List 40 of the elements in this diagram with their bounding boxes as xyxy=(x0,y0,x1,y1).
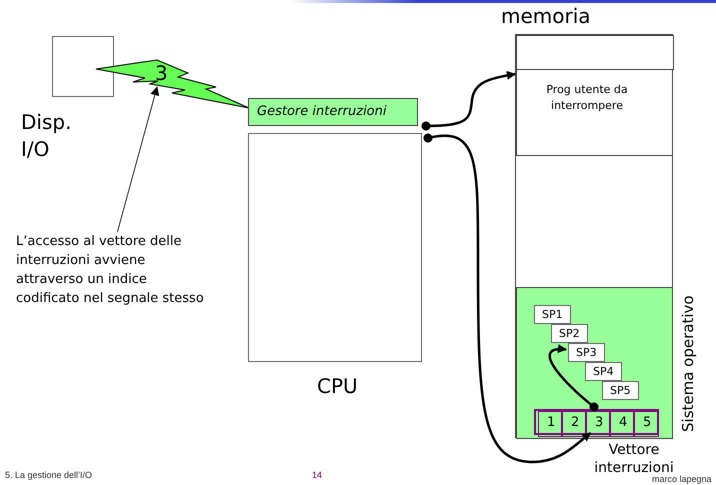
routine-box xyxy=(602,381,639,400)
vector-cell xyxy=(610,411,634,437)
vector-cell xyxy=(634,411,659,437)
arrow xyxy=(548,344,598,412)
routine-label: SP1 xyxy=(542,308,563,321)
program-label: Prog utente da interrompere xyxy=(545,82,629,114)
lightning-bolt xyxy=(95,57,250,109)
cell-number: 1 xyxy=(547,415,556,430)
routine-box xyxy=(551,324,588,343)
footer-text: 5. La gestione dell’I/O xyxy=(5,470,92,480)
routine-box xyxy=(534,305,571,324)
leader-line xyxy=(117,86,160,232)
memory-label: memoria xyxy=(501,4,591,28)
arrow xyxy=(424,134,592,464)
signal-number: 3 xyxy=(155,61,168,85)
routine-label: SP4 xyxy=(593,365,614,378)
cell-number: 3 xyxy=(595,415,604,430)
routine-box xyxy=(585,362,622,381)
routine-label: SP5 xyxy=(610,384,631,397)
os-label: Sistema operativo xyxy=(679,294,698,434)
vector-cell xyxy=(562,411,586,437)
memory-segment xyxy=(516,35,674,70)
vector-cell xyxy=(586,411,610,437)
author-name: marco lapegna xyxy=(652,474,712,484)
page-number: 14 xyxy=(312,470,322,480)
routine-box xyxy=(568,343,605,362)
program-area xyxy=(516,69,673,156)
vector-cell xyxy=(538,411,562,437)
annotation-text: L’accesso al vettore delle interruzioni avviene attraverso un indice codificato nel segnale stesso xyxy=(16,232,211,332)
handler-label: Gestore interruzioni xyxy=(257,104,386,119)
routine-label: SP3 xyxy=(576,346,597,359)
cell-number: 4 xyxy=(619,415,628,430)
cell-number: 5 xyxy=(643,415,652,430)
device-label: Disp. I/O xyxy=(21,109,72,163)
vector-label: Vettore interruzioni xyxy=(593,441,675,477)
routine-label: SP2 xyxy=(559,327,580,340)
handler-box xyxy=(248,98,418,126)
cell-number: 2 xyxy=(571,415,580,430)
cpu-label: CPU xyxy=(317,374,358,398)
arrow xyxy=(422,70,516,130)
